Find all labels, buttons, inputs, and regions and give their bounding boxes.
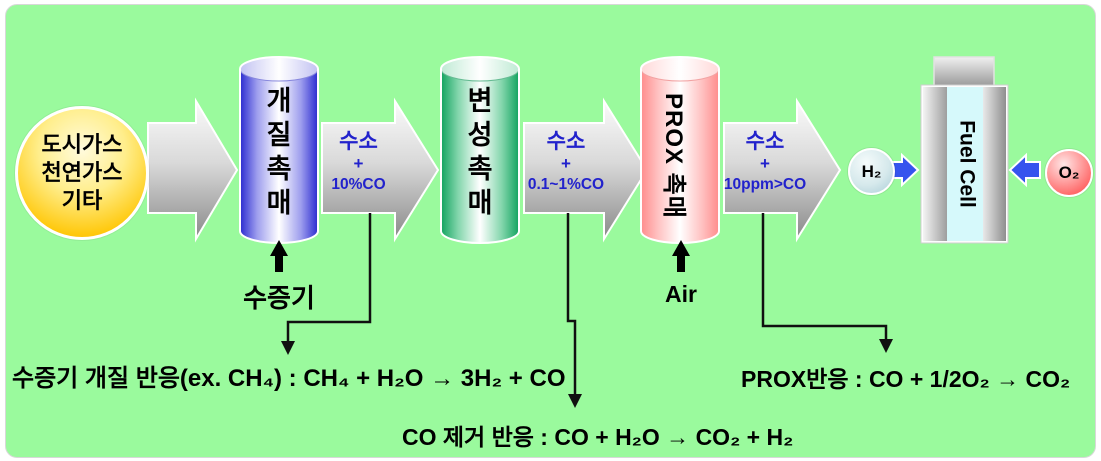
equation-reforming: 수증기 개질 반응(ex. CH₄) : CH₄ + H₂O → 3H₂ + C… xyxy=(12,365,566,392)
reformer-char-3: 촉 xyxy=(266,154,292,184)
reformer-char-1: 개 xyxy=(266,86,292,116)
flow-arrow-1 xyxy=(147,97,239,243)
flow3-h2: 수소 xyxy=(745,130,785,153)
background-panel xyxy=(5,4,1096,458)
shift-char-4: 매 xyxy=(467,188,493,218)
fuel-cell-label: Fuel Cell xyxy=(955,120,979,208)
connector-co-removal xyxy=(566,213,582,408)
shift-char-2: 성 xyxy=(467,120,493,150)
h2-bubble: H₂ xyxy=(848,148,895,195)
air-label: Air xyxy=(665,281,697,307)
flow-arrow-2 xyxy=(321,97,440,243)
equation-co-removal: CO 제거 반응 : CO + H₂O → CO₂ + H₂ xyxy=(402,424,794,450)
o2-feed-arrow xyxy=(1008,152,1041,188)
steam-up-arrow xyxy=(270,240,288,272)
flow-arrow-4 xyxy=(723,97,842,243)
connector-prox xyxy=(761,213,893,353)
flow1-plus: + xyxy=(353,154,364,173)
flow2-plus: + xyxy=(561,154,571,173)
flow-label-1: 수소 + 10%CO xyxy=(320,129,397,196)
reformer-cylinder xyxy=(239,56,319,244)
o2-bubble: O₂ xyxy=(1045,149,1093,197)
source-line-2: 천연가스 xyxy=(41,160,123,185)
flow2-h2: 수소 xyxy=(546,130,586,153)
shift-cylinder xyxy=(440,56,520,244)
source-gas-bubble: 도시가스 천연가스 기타 xyxy=(15,106,149,240)
shift-char-1: 변 xyxy=(467,86,493,116)
flow3-co: 10ppm>CO xyxy=(723,176,807,193)
fuel-cell-stack xyxy=(920,56,1009,244)
prox-label: PROX 촉매 xyxy=(660,93,687,219)
flow-label-3: 수소 + 10ppm>CO xyxy=(723,129,807,196)
flow-label-2: 수소 + 0.1~1%CO xyxy=(526,129,606,196)
shift-char-3: 촉 xyxy=(467,154,493,184)
steam-label: 수증기 xyxy=(243,283,315,313)
reformer-char-2: 질 xyxy=(266,120,292,150)
flow1-co: 10%CO xyxy=(331,176,386,193)
source-line-1: 도시가스 xyxy=(41,132,123,157)
source-line-3: 기타 xyxy=(61,188,103,213)
shift-label: 변 성 촉 매 xyxy=(441,84,519,220)
flow-arrow-3 xyxy=(523,97,649,243)
reformer-label: 개 질 촉 매 xyxy=(240,84,318,220)
flow3-plus: + xyxy=(760,154,770,173)
flow1-h2: 수소 xyxy=(339,130,378,153)
connector-reforming xyxy=(281,213,372,355)
reformer-char-4: 매 xyxy=(266,188,292,218)
air-up-arrow xyxy=(672,240,690,272)
prox-cylinder xyxy=(640,56,720,244)
equation-prox: PROX반응 : CO + 1/2O₂ → CO₂ xyxy=(741,366,1071,392)
flow2-co: 0.1~1%CO xyxy=(527,176,605,193)
